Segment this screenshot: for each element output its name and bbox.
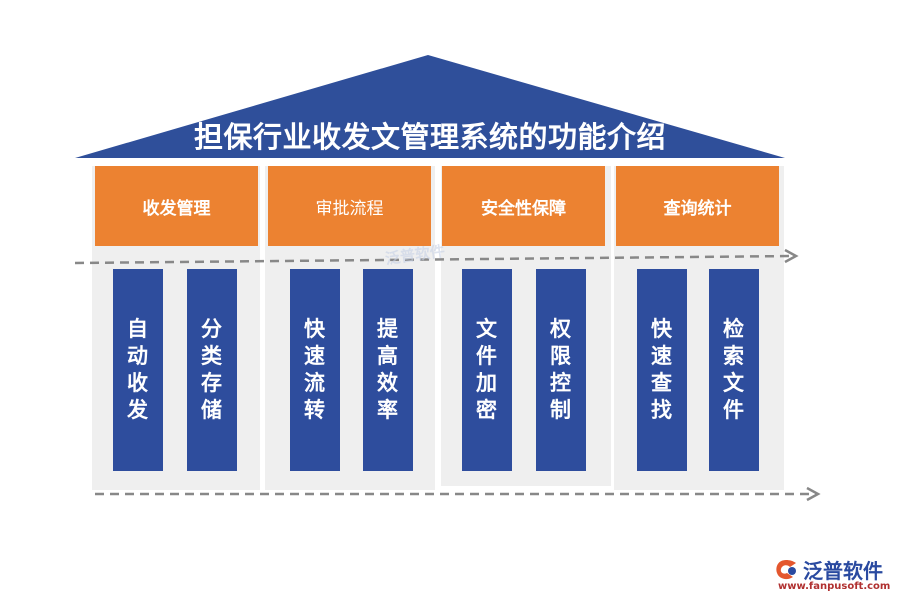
brand-logo: 泛普软件: [773, 555, 883, 584]
pillar-label: 分类存储: [201, 317, 222, 422]
header-query-stats: 查询统计: [616, 166, 779, 246]
header-approval-flow: 审批流程: [268, 166, 431, 246]
pillar-label: 快速查找: [651, 317, 672, 422]
pillar-label: 自动收发: [127, 317, 148, 422]
pillar-label: 文件加密: [476, 317, 497, 422]
brand-url: www.fanpusoft.com: [778, 581, 891, 592]
header-security: 安全性保障: [442, 166, 605, 246]
pillar-label: 提高效率: [377, 317, 398, 422]
pillar-search-files: 检索文件: [709, 269, 759, 471]
pillar-fast-circulate: 快速流转: [290, 269, 340, 471]
pillar-file-encrypt: 文件加密: [462, 269, 512, 471]
header-send-receive: 收发管理: [95, 166, 258, 246]
page-title: 担保行业收发文管理系统的功能介绍: [193, 120, 666, 154]
pillar-access-control: 权限控制: [536, 269, 586, 471]
pillar-classify-store: 分类存储: [187, 269, 237, 471]
pillar-label: 权限控制: [550, 317, 571, 422]
fanpu-logo-icon: [776, 559, 796, 579]
pillar-auto-send: 自动收发: [113, 269, 163, 471]
pillar-label: 检索文件: [723, 317, 744, 422]
pillar-fast-find: 快速查找: [637, 269, 687, 471]
pillar-improve-efficiency: 提高效率: [363, 269, 413, 471]
pillar-label: 快速流转: [304, 317, 325, 422]
brand-name: 泛普软件: [803, 559, 883, 583]
